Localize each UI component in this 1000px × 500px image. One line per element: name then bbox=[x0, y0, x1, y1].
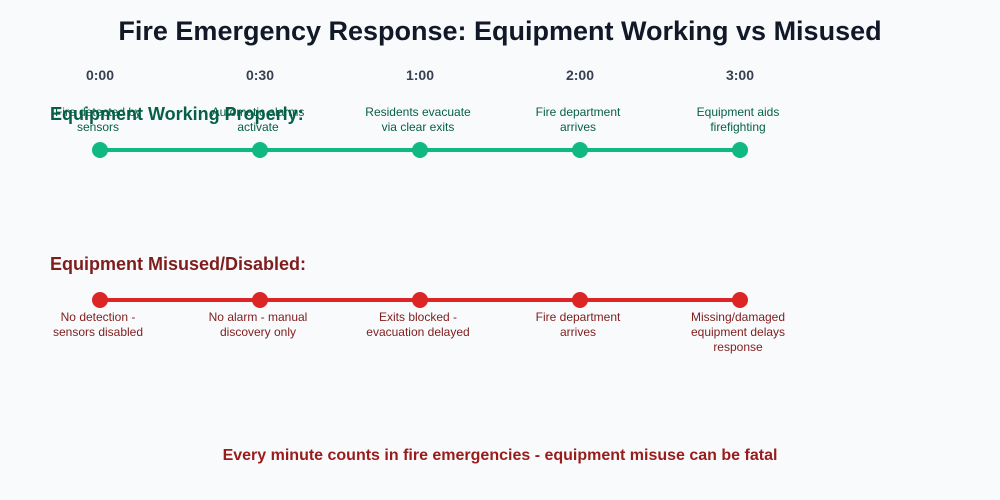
working-event-label: Equipment aids bbox=[697, 105, 780, 119]
working-event-marker bbox=[92, 142, 108, 158]
misused-event-marker bbox=[92, 292, 108, 308]
misused-event-marker bbox=[412, 292, 428, 308]
misused-event-label: Missing/damaged bbox=[691, 310, 785, 324]
working-event-label: sensors bbox=[77, 120, 119, 134]
page-title: Fire Emergency Response: Equipment Worki… bbox=[118, 16, 881, 46]
working-event-label: via clear exits bbox=[382, 120, 455, 134]
working-event-marker bbox=[252, 142, 268, 158]
misused-heading: Equipment Misused/Disabled: bbox=[50, 254, 306, 274]
working-event-marker bbox=[732, 142, 748, 158]
working-event-label: firefighting bbox=[710, 120, 765, 134]
working-event-label: Fire department bbox=[536, 105, 621, 119]
working-heading: Equipment Working Properly: bbox=[50, 104, 304, 124]
misused-event-label: response bbox=[713, 340, 763, 354]
misused-event-label: Fire department bbox=[536, 310, 621, 324]
misused-event-marker bbox=[572, 292, 588, 308]
misused-event-label: Exits blocked - bbox=[379, 310, 457, 324]
working-event-label: Fire detected by bbox=[55, 105, 141, 119]
time-labels: 0:00 0:30 1:00 2:00 3:00 bbox=[86, 67, 754, 83]
working-event-label: arrives bbox=[560, 120, 596, 134]
misused-event-label: equipment delays bbox=[691, 325, 785, 339]
misused-event-marker bbox=[732, 292, 748, 308]
misused-event-label: No alarm - manual bbox=[209, 310, 308, 324]
time-label: 2:00 bbox=[566, 67, 594, 83]
working-event-marker bbox=[412, 142, 428, 158]
misused-timeline: No detection -sensors disabled No alarm -… bbox=[53, 292, 785, 354]
working-event-marker bbox=[572, 142, 588, 158]
misused-event-label: evacuation delayed bbox=[366, 325, 469, 339]
misused-event-label: No detection - bbox=[61, 310, 136, 324]
time-label: 1:00 bbox=[406, 67, 434, 83]
working-event-label: Automatic alarms bbox=[212, 105, 305, 119]
misused-event-label: arrives bbox=[560, 325, 596, 339]
footer-warning: Every minute counts in fire emergencies … bbox=[223, 447, 778, 464]
working-event-label: activate bbox=[237, 120, 279, 134]
misused-event-marker bbox=[252, 292, 268, 308]
misused-event-label: sensors disabled bbox=[53, 325, 143, 339]
time-label: 0:00 bbox=[86, 67, 114, 83]
working-event-label: Residents evacuate bbox=[365, 105, 471, 119]
misused-event-label: discovery only bbox=[220, 325, 296, 339]
time-label: 0:30 bbox=[246, 67, 274, 83]
time-label: 3:00 bbox=[726, 67, 754, 83]
